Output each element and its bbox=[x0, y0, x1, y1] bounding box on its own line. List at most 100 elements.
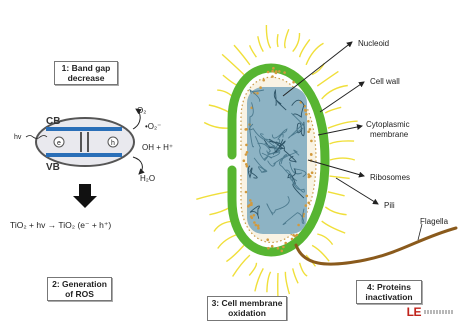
pilus bbox=[226, 245, 244, 261]
pilus bbox=[233, 255, 250, 276]
ribosome-dot bbox=[262, 79, 265, 82]
ribosome-dot bbox=[245, 153, 248, 156]
ribosome-dot bbox=[307, 130, 310, 133]
ribosome-dot bbox=[255, 224, 258, 227]
pilus bbox=[234, 45, 250, 65]
pilus bbox=[255, 268, 263, 291]
pili-label: Pili bbox=[384, 201, 395, 210]
pilus bbox=[325, 107, 341, 113]
ribosome-dot bbox=[294, 235, 297, 238]
step3-line2: oxidation bbox=[208, 308, 286, 318]
band-gap-schematic: e h CB VB hv O₂ •O₂⁻ OH + H⁺ H₂O TiO₂ + … bbox=[10, 106, 173, 230]
ribosome-dot bbox=[267, 247, 270, 250]
nucleoid-label: Nucleoid bbox=[358, 39, 389, 48]
pilus bbox=[218, 234, 239, 249]
ribosomes-pointer bbox=[308, 160, 364, 176]
pilus bbox=[293, 33, 300, 52]
step4-line1: 4: Proteins bbox=[357, 282, 421, 292]
tio2-equation: TiO₂ + hv → TiO₂ (e⁻ + h⁺) bbox=[10, 220, 111, 230]
pilus bbox=[222, 54, 244, 74]
ribosome-dot bbox=[253, 214, 256, 217]
ribosome-dot bbox=[243, 159, 246, 162]
pilus bbox=[312, 245, 329, 261]
pilus bbox=[267, 272, 271, 293]
ribosome-dot bbox=[271, 75, 274, 78]
ribosome-dot bbox=[249, 199, 252, 202]
pilus bbox=[330, 141, 355, 144]
pilus bbox=[209, 105, 231, 113]
step4-box: 4: Proteins inactivation bbox=[356, 280, 422, 304]
ribosome-dot bbox=[250, 203, 253, 206]
pilus bbox=[317, 234, 332, 245]
pilus bbox=[325, 207, 346, 215]
pilus bbox=[300, 39, 310, 57]
ribosome-dot bbox=[247, 205, 250, 208]
publisher-logo: LE bbox=[407, 305, 454, 318]
logo-small-text bbox=[424, 310, 454, 314]
ribosome-dot bbox=[250, 215, 253, 218]
pilus bbox=[328, 121, 358, 128]
pilus bbox=[317, 71, 338, 86]
pilus bbox=[322, 221, 346, 233]
step2-line1: 2: Generation bbox=[48, 279, 111, 289]
pilus bbox=[204, 123, 228, 129]
oh-label: OH + H⁺ bbox=[142, 143, 173, 152]
o2-radical-label: •O₂⁻ bbox=[145, 122, 161, 131]
flagella-label: Flagella bbox=[420, 217, 449, 226]
pilus bbox=[266, 25, 270, 48]
vb-label: VB bbox=[46, 162, 60, 173]
ribosome-dot bbox=[307, 120, 310, 123]
pilus bbox=[249, 263, 256, 276]
ribosome-dot bbox=[310, 153, 313, 156]
ribosome-dot bbox=[283, 71, 286, 74]
ribosome-dot bbox=[257, 224, 260, 227]
water-oxidation-arrow bbox=[133, 157, 142, 174]
pilus bbox=[250, 45, 257, 57]
step2-box: 2: Generation of ROS bbox=[47, 277, 112, 301]
ribosome-dot bbox=[271, 245, 274, 248]
ribosome-dot bbox=[253, 221, 256, 224]
ribosome-dot bbox=[245, 163, 248, 166]
step1-line1: 1: Band gap bbox=[55, 63, 117, 73]
ribosome-dot bbox=[309, 175, 312, 178]
cb-label: CB bbox=[46, 116, 60, 127]
ribosome-dot bbox=[309, 128, 312, 131]
hv-label: hv bbox=[14, 134, 22, 141]
pilus bbox=[300, 263, 308, 276]
pilus bbox=[196, 192, 228, 200]
step2-line2: of ROS bbox=[48, 289, 111, 299]
pilus bbox=[322, 86, 348, 99]
ribosome-dot bbox=[297, 224, 300, 227]
ribosome-dot bbox=[292, 81, 295, 84]
pilus bbox=[209, 207, 230, 215]
ribosome-dot bbox=[266, 238, 269, 241]
bacterium-cell bbox=[196, 25, 456, 300]
ribosome-dot bbox=[267, 71, 270, 74]
electron-symbol: e bbox=[57, 140, 61, 147]
ribosome-dot bbox=[271, 70, 274, 73]
ribosome-dot bbox=[304, 109, 307, 112]
pilus bbox=[293, 268, 298, 283]
ribosome-dot bbox=[275, 70, 278, 73]
ribosome-dot bbox=[306, 195, 309, 198]
ribosome-dot bbox=[272, 67, 275, 70]
cytoplasmic-label-line1: Cytoplasmic bbox=[366, 120, 410, 129]
ribosome-dot bbox=[245, 144, 248, 147]
step3-box: 3: Cell membrane oxidation bbox=[207, 296, 287, 321]
pilus bbox=[328, 192, 345, 196]
step1-box: 1: Band gap decrease bbox=[54, 61, 118, 85]
pilus bbox=[330, 176, 350, 178]
ribosome-dot bbox=[311, 171, 314, 174]
ribosome-dot bbox=[259, 86, 262, 89]
ribosome-dot bbox=[256, 92, 259, 95]
flagellum bbox=[296, 228, 456, 264]
ribosome-dot bbox=[244, 128, 247, 131]
ribosome-dot bbox=[307, 202, 310, 205]
ribosome-dot bbox=[291, 238, 294, 241]
pilus bbox=[277, 34, 278, 47]
ribosome-dot bbox=[278, 70, 281, 73]
ribosome-dot bbox=[282, 246, 285, 249]
hole-symbol: h bbox=[111, 140, 115, 147]
cell-wall-label: Cell wall bbox=[370, 77, 400, 86]
